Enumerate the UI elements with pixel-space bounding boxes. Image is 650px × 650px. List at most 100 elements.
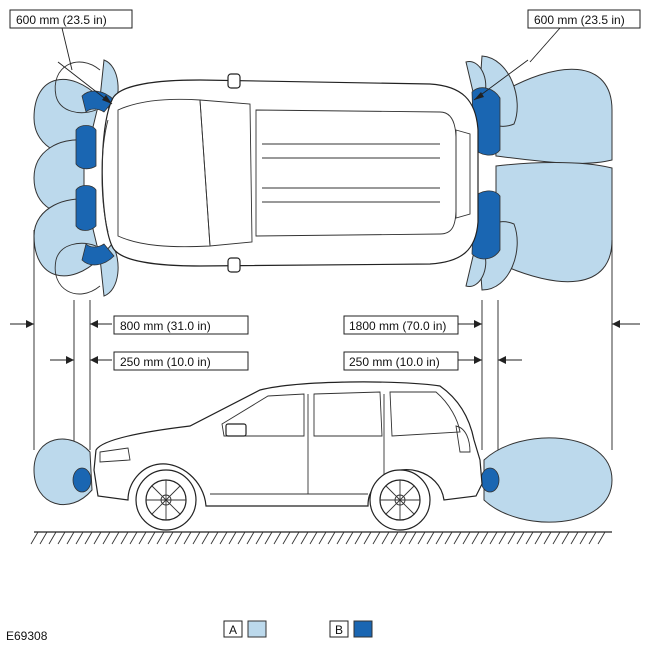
ground-hatch-line [417,531,426,545]
front-outer-label: 800 mm (31.0 in) [120,319,211,333]
car-top-roof-rails [262,143,440,203]
ground-hatch-line [300,531,309,545]
ground-hatch-line [111,531,120,545]
extension-lines [33,230,613,450]
ground-hatch-line [552,531,561,545]
ground-hatch-line [138,531,147,545]
ground-hatch-line [102,531,111,545]
ground-hatch-line [309,531,318,545]
ground-hatch-line [192,531,201,545]
ground-hatch-line [498,531,507,545]
ground-hatch-line [399,531,408,545]
ground-hatch-line [165,531,174,545]
rear-outer-dimension: 1800 mm (70.0 in) [343,315,640,335]
side-view-zones [33,437,613,523]
car-side-headlight [99,447,131,463]
ground-hatch-line [354,531,363,545]
ground-hatch-line [30,531,39,545]
car-side-quarter-window [389,391,461,437]
ground-hatch-line [327,531,336,545]
rear-inner-label-box [343,351,459,371]
ground-hatch-line [84,531,93,545]
ground-hatch-line [210,531,219,545]
ground-hatch-line [57,531,66,545]
ground-hatch-line [597,531,606,545]
rear-inner-dimension: 250 mm (10.0 in) [343,351,522,371]
ground-hatch-line [255,531,264,545]
rear-range-leader [529,27,561,63]
rear-outer-label-box [343,315,459,335]
ground-hatch-line [588,531,597,545]
ground-hatch-line [183,531,192,545]
legend-key-b: B [335,623,343,637]
side-rear-zone [483,437,613,523]
legend-key-box-a [223,620,243,638]
ground-hatch-line [228,531,237,545]
car-top-mirror-lower [227,257,241,273]
car-top-front-bumper [101,119,109,233]
front-range-callout: 600 mm (23.5 in) [9,9,133,105]
rear-range-label-box [527,9,641,29]
ground-hatch-line [291,531,300,545]
ground-hatch-line [381,531,390,545]
front-range-label-box [9,9,133,29]
front-outer-label-box [113,315,249,335]
ground-hatch-line [462,531,471,545]
ground-hatch-line [201,531,210,545]
legend-swatch-b [353,620,373,638]
ground-hatch-line [273,531,282,545]
front-range-arrow [102,95,112,104]
ground-hatch-line [174,531,183,545]
legend: A B [223,620,373,638]
ground-hatch-line [363,531,372,545]
ground-hatch-line [372,531,381,545]
ground-hatch-line [48,531,57,545]
car-side-view [93,381,483,531]
rear-inner-label: 250 mm (10.0 in) [349,355,440,369]
ground-hatch-line [120,531,129,545]
front-zone-lens [54,61,101,114]
front-sensor-highlight-2 [75,125,97,170]
legend-swatch-a [247,620,267,638]
ground-hatch-line [507,531,516,545]
car-side-mirror [225,423,247,437]
front-range-leader [61,27,73,71]
ground-hatch-line [129,531,138,545]
ground-hatch-line [39,531,48,545]
ground-hatch-line [444,531,453,545]
ground-hatch-line [471,531,480,545]
car-side-rear-window [313,391,383,437]
front-range-label: 600 mm (23.5 in) [16,13,107,27]
front-zone-lens-low [54,242,101,295]
rear-sensor-highlight-2 [471,190,501,260]
front-wheel [135,469,197,531]
ground-hatch-line [579,531,588,545]
ground-hatch-line [147,531,156,545]
ground-hatch-line [237,531,246,545]
legend-key-box-b [329,620,349,638]
front-inner-dimension: 250 mm (10.0 in) [50,351,249,371]
ground-hatch-line [570,531,579,545]
rear-zone-large-upper [491,68,613,164]
ground-hatch-line [66,531,75,545]
legend-item-b: B [329,620,373,638]
rear-range-callout: 600 mm (23.5 in) [473,9,641,101]
ground-hatch-line [561,531,570,545]
front-inner-label: 250 mm (10.0 in) [120,355,211,369]
ground-hatch-line [453,531,462,545]
ground [30,531,612,545]
front-sensor-highlight-3 [75,185,97,231]
car-side-front-window [221,393,305,437]
ground-hatch-line [75,531,84,545]
ground-hatch-line [318,531,327,545]
front-outer-dimension: 800 mm (31.0 in) [10,315,249,335]
rear-sensor-highlight-1 [471,87,501,156]
ground-hatch-line [282,531,291,545]
ground-hatch-line [264,531,273,545]
car-top-windshield [199,99,253,247]
side-front-sensor [72,467,92,493]
ground-hatch-line [345,531,354,545]
rear-range-label: 600 mm (23.5 in) [534,13,625,27]
